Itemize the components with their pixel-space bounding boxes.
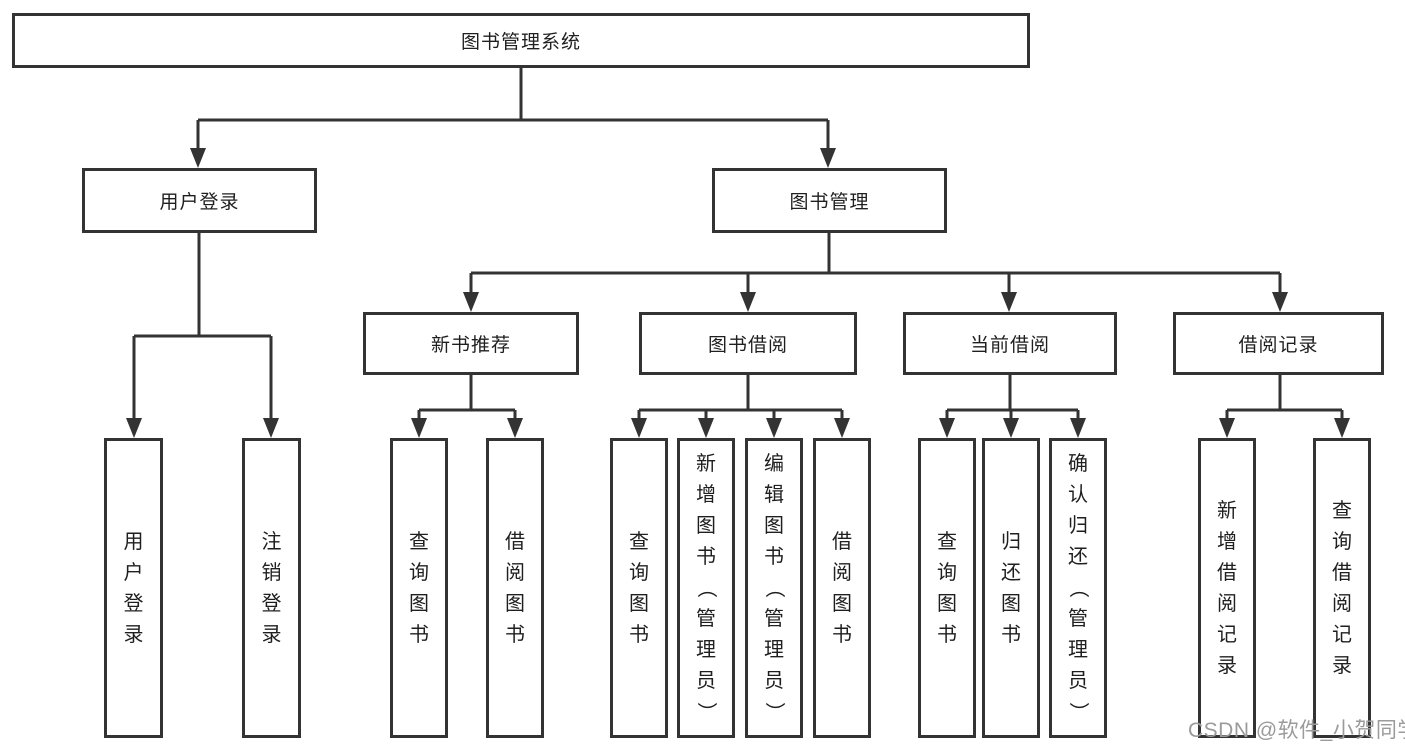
leaf-add-books-admin: 新增图书（管理员） [677, 438, 735, 738]
leaf-query-books-2-label: 查询图书 [629, 530, 649, 646]
leaf-add-borrow-record-label: 新增借阅记录 [1217, 499, 1237, 677]
leaf-user-login-label: 用户登录 [123, 530, 144, 646]
leaf-query-books-3: 查询图书 [918, 438, 976, 738]
leaf-query-borrow-record: 查询借阅记录 [1313, 438, 1371, 738]
csdn-watermark: CSDN @软件_小贺同学 [1188, 719, 1405, 742]
leaf-query-books-2: 查询图书 [610, 438, 668, 738]
leaf-query-books-3-label: 查询图书 [937, 530, 957, 646]
leaf-query-books-1: 查询图书 [390, 438, 448, 738]
leaf-borrow-books-2-label: 借阅图书 [832, 530, 852, 646]
node-book-borrowing: 图书借阅 [639, 312, 857, 375]
leaf-add-borrow-record: 新增借阅记录 [1198, 438, 1256, 738]
node-new-book-recommend: 新书推荐 [363, 312, 579, 375]
node-current-borrowing: 当前借阅 [903, 312, 1117, 375]
node-library-system: 图书管理系统 [12, 13, 1030, 68]
leaf-return-books: 归还图书 [982, 438, 1040, 738]
leaf-borrow-books-2: 借阅图书 [813, 438, 871, 738]
leaf-confirm-return-admin: 确认归还（管理员） [1049, 438, 1107, 738]
connector-user-login-children [126, 233, 279, 438]
node-borrowing-records-label: 借阅记录 [1238, 335, 1319, 356]
node-book-borrowing-label: 图书借阅 [707, 335, 788, 356]
node-book-management-label: 图书管理 [789, 192, 870, 213]
connector-new-book-children [411, 375, 523, 438]
connector-book-mgmt-to-level3 [463, 233, 1288, 312]
leaf-confirm-return-admin-label: 确认归还（管理员） [1067, 453, 1089, 722]
node-borrowing-records: 借阅记录 [1173, 312, 1384, 375]
leaf-query-books-1-label: 查询图书 [409, 530, 429, 646]
node-user-login-label: 用户登录 [159, 192, 240, 213]
node-book-management: 图书管理 [712, 168, 947, 233]
leaf-return-books-label: 归还图书 [1001, 530, 1021, 646]
connector-book-borrow-children [631, 375, 850, 438]
connector-current-borrow-children [939, 375, 1086, 438]
leaf-edit-books-admin: 编辑图书（管理员） [745, 438, 803, 738]
leaf-logout: 注销登录 [242, 438, 301, 738]
leaf-borrow-books-1-label: 借阅图书 [505, 530, 525, 646]
connector-borrow-records-children [1219, 375, 1350, 438]
leaf-add-books-admin-label: 新增图书（管理员） [695, 453, 717, 722]
leaf-borrow-books-1: 借阅图书 [486, 438, 544, 738]
connector-root-to-level2 [190, 68, 836, 168]
node-user-login: 用户登录 [82, 168, 317, 233]
leaf-query-borrow-record-label: 查询借阅记录 [1332, 499, 1352, 677]
leaf-logout-label: 注销登录 [261, 530, 282, 646]
node-library-system-label: 图书管理系统 [460, 32, 581, 53]
node-new-book-recommend-label: 新书推荐 [430, 335, 511, 356]
leaf-user-login: 用户登录 [104, 438, 163, 738]
leaf-edit-books-admin-label: 编辑图书（管理员） [763, 453, 785, 722]
node-current-borrowing-label: 当前借阅 [969, 335, 1050, 356]
